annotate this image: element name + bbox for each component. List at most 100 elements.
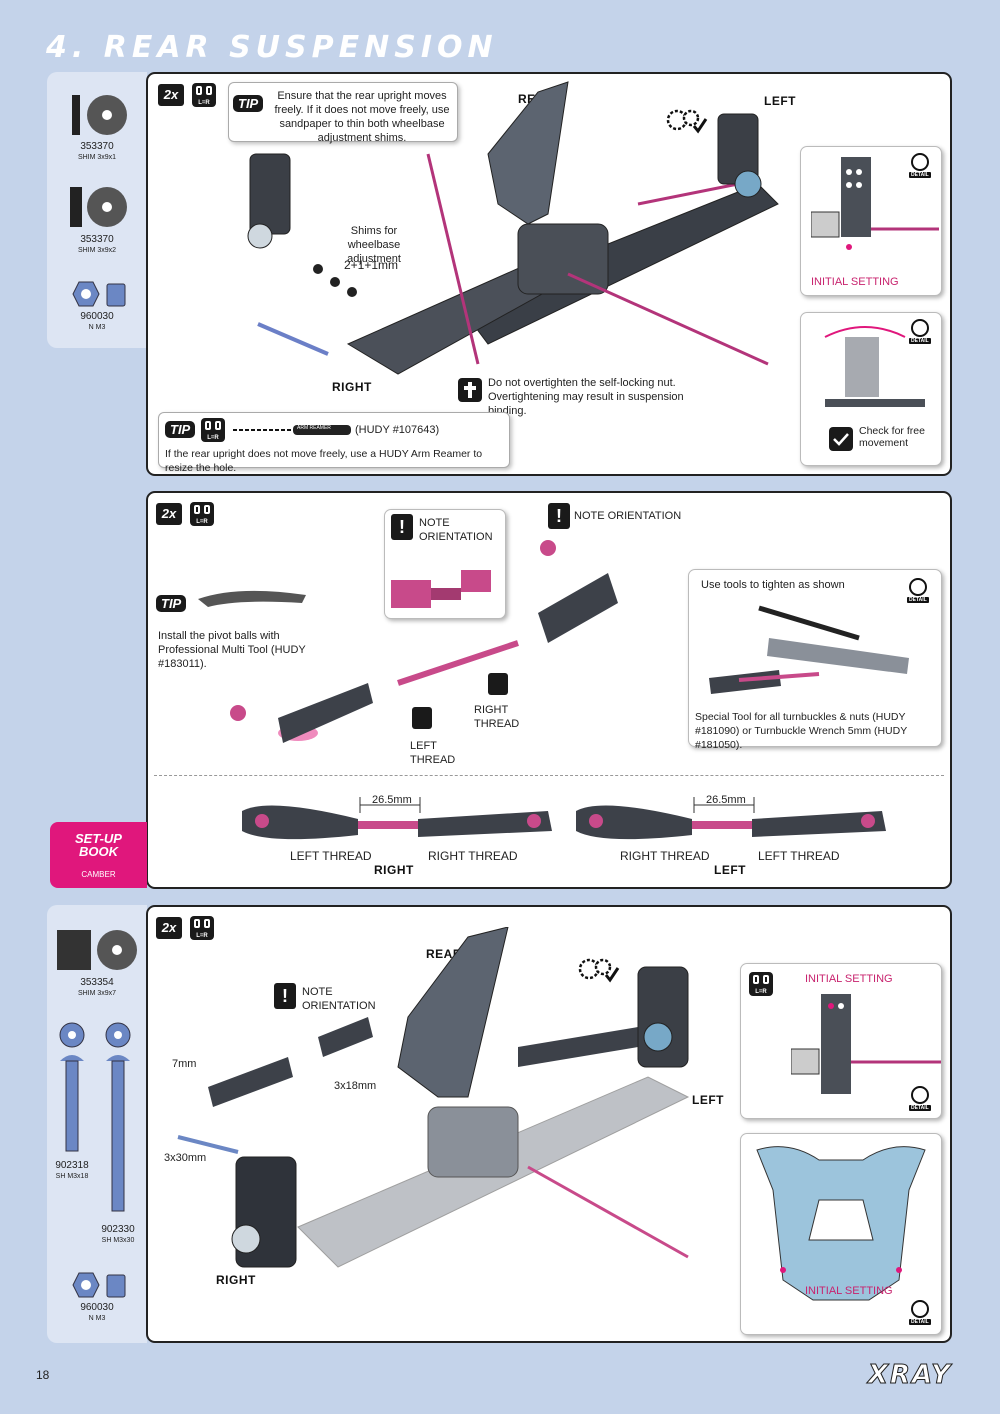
shims-label: Shims for wheelbase adjustment (347, 225, 401, 265)
upright-detail (811, 157, 939, 250)
ball-stud-detail (391, 570, 491, 608)
reamer-ref: (HUDY #107643) (355, 424, 440, 436)
warning-icon: ! (274, 983, 296, 1009)
thread-label: LEFT THREAD (290, 849, 372, 863)
tip-text: Ensure that the rear upright moves freel… (274, 90, 450, 144)
dimension-line (359, 797, 421, 813)
shim-icon (72, 95, 127, 135)
screw-icon (59, 1022, 85, 1152)
tip-badge: TIP (156, 595, 187, 612)
wrench-icon (458, 378, 482, 402)
tools-detail: Use tools to tighten as shown DETAIL Spe… (688, 569, 942, 751)
part-desc: SHIM 3x9x7 (77, 990, 117, 997)
note-orientation-label-2: NOTE ORIENTATION (574, 510, 682, 522)
note-orientation-label: NOTE ORIENTATION (302, 986, 376, 1012)
oil-icon (488, 673, 508, 695)
chassis-illustration (177, 927, 690, 1268)
right-label: RIGHT (374, 863, 414, 877)
left-right-icon: L=R (192, 83, 216, 107)
part-code: 353370 (80, 141, 114, 152)
part-code: 960030 (80, 1302, 114, 1313)
shock-tower (756, 1146, 926, 1301)
left-label: LEFT (692, 1093, 724, 1107)
page-title: 4. REAR SUSPENSION (46, 30, 498, 65)
initial-setting-label: INITIAL SETTING (805, 1285, 893, 1297)
turnbuckle-right (242, 805, 552, 840)
setup-book-title: SET-UP BOOK (75, 831, 122, 859)
step-panel-3: 2x L=R REAR LEFT RIGHT ! NOTE ORIENTATIO… (146, 905, 952, 1343)
free-movement-arrow (824, 326, 925, 407)
arm-reamer-label: ARM REAMER (297, 425, 331, 431)
detail-icon: DETAIL (909, 1086, 937, 1112)
left-right-icon: L=R (749, 972, 773, 996)
tools-note: Special Tool for all turnbuckles & nuts … (695, 711, 908, 751)
gear-check-icon (578, 958, 620, 983)
tip-bottom-text: If the rear upright does not move freely… (165, 448, 483, 474)
multi-tool-icon (198, 590, 306, 607)
note-orientation-detail: ! NOTE ORIENTATION (384, 509, 506, 619)
detail-icon: DETAIL (909, 1300, 937, 1326)
initial-setting-label: INITIAL SETTING (805, 973, 893, 985)
warning-icon: ! (391, 514, 413, 540)
initial-setting-label: INITIAL SETTING (811, 276, 899, 288)
tools-title: Use tools to tighten as shown (701, 579, 845, 591)
part-desc: SHIM 3x9x1 (77, 154, 117, 161)
length-label: 26.5mm (372, 794, 412, 806)
part-desc: SH M3x30 (101, 1237, 135, 1244)
shim-icon (70, 187, 127, 227)
tip-box-bottom: TIP L=R ARM REAMER (HUDY #107643) If the… (158, 412, 510, 474)
turnbuckle-wrench (709, 605, 909, 694)
screw-label-30: 3x30mm (164, 1152, 207, 1164)
setup-book-tab[interactable]: SET-UP BOOK CAMBER (50, 822, 147, 888)
step-panel-1: 2x L=R TIP Ensure that the rear upright … (146, 72, 952, 476)
warning-icon: ! (548, 503, 570, 529)
arm-reamer-tool (233, 425, 351, 435)
part-code: 902318 (55, 1160, 89, 1171)
nut-icon (72, 1272, 126, 1298)
detail-icon: DETAIL (909, 319, 937, 345)
length-label: 26.5mm (706, 794, 746, 806)
free-movement-detail: DETAIL Check for free movement (800, 312, 942, 466)
divider (154, 775, 944, 776)
screw-icon (105, 1022, 131, 1212)
upright-detail (791, 994, 941, 1094)
left-right-icon: L=R (190, 502, 214, 526)
part-code: 960030 (80, 311, 114, 322)
quantity-badge: 2x (158, 84, 184, 106)
initial-setting-detail: DETAIL INITIAL SETTING (800, 146, 942, 296)
part-code: 353354 (80, 977, 114, 988)
turnbuckle-assembly (230, 540, 618, 743)
part-desc: N M3 (88, 324, 106, 331)
note-orientation-label: NOTE ORIENTATION (419, 517, 493, 543)
detail-icon: DETAIL (907, 578, 935, 604)
thread-label: RIGHT THREAD (620, 849, 710, 863)
thread-label: RIGHT THREAD (428, 849, 518, 863)
chassis-illustration (247, 81, 779, 375)
part-code: 902330 (101, 1224, 135, 1235)
right-label: RIGHT (216, 1273, 256, 1287)
nut-icon (72, 281, 126, 307)
part-desc: SH M3x18 (55, 1173, 89, 1180)
brand-logo: XRAY (867, 1360, 952, 1391)
tip-badge: TIP (233, 95, 264, 112)
quantity-badge: 2x (156, 503, 182, 525)
shock-tower-detail: INITIAL SETTING DETAIL (740, 1133, 942, 1335)
shims-value: 2+1+1mm (344, 258, 399, 272)
check-icon (829, 427, 853, 451)
shim-icon (57, 930, 137, 970)
left-right-icon: L=R (201, 418, 225, 442)
right-thread-label: RIGHT THREAD (474, 704, 520, 730)
left-label: LEFT (764, 94, 796, 108)
nut-warning: Do not overtighten the self-locking nut.… (488, 377, 684, 417)
thread-label: LEFT THREAD (758, 849, 840, 863)
initial-setting-detail: L=R INITIAL SETTING DETAIL (740, 963, 942, 1119)
turnbuckle-left (576, 805, 886, 840)
left-thread-label: LEFT THREAD (410, 740, 456, 766)
step-panel-2: 2x L=R ! NOTE ORIENTATION ! NOTE ORIENTA… (146, 491, 952, 889)
oil-icon (412, 707, 432, 729)
page-number: 18 (36, 1368, 50, 1382)
dimension-line (693, 797, 755, 813)
tip-badge: TIP (165, 421, 196, 438)
